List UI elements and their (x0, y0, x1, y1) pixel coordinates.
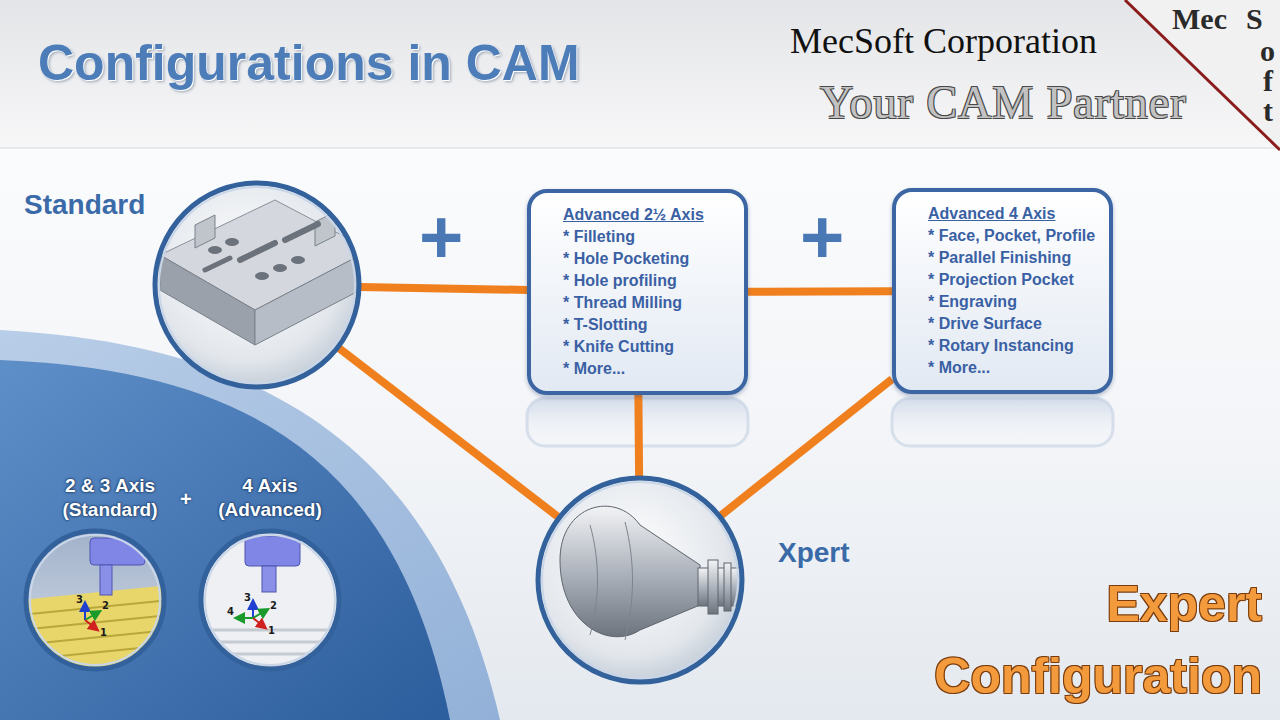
feature-box: Advanced 2½ Axis* Filleting* Hole Pocket… (527, 189, 748, 395)
heading-holder: Xpert (778, 536, 850, 570)
node-heading: 4 Axis (Advanced) (205, 474, 335, 522)
connector-line (360, 287, 527, 290)
connector-line (339, 348, 559, 517)
bullet-item: * Parallel Finishing (928, 247, 1095, 269)
bullet-item: * Filleting (563, 226, 730, 248)
circle-inner-ring (542, 482, 738, 678)
axis-number: 3 (244, 592, 251, 604)
circle-ring (538, 478, 742, 682)
bullet-item: * Rotary Instancing (928, 335, 1095, 357)
heading-holder: 2 & 3 Axis (Standard) (45, 474, 175, 522)
circle-outline (535, 475, 745, 685)
image-circle: Standard (152, 180, 362, 390)
connector-line (721, 379, 892, 516)
feature-box: Advanced 4 Axis* Face, Pocket, Profile* … (892, 188, 1113, 394)
bullet-item: * Hole Pocketing (563, 248, 730, 270)
slogan: Your CAM Partner (820, 76, 1187, 129)
bullet-item: * Hole profiling (563, 270, 730, 292)
bullet-item: * Face, Pocket, Profile (928, 225, 1095, 247)
connector-line (634, 395, 643, 477)
circle-ring (201, 531, 339, 669)
small-image-circle: 2 & 3 Axis (Standard) (23, 528, 167, 672)
three-axis-picture (20, 525, 170, 675)
logo-letters: Mec (1172, 4, 1227, 34)
axis-number: 2 (270, 600, 277, 612)
plate-picture (152, 180, 370, 390)
circle-outline (23, 528, 167, 672)
bullet-item: * Thread Milling (563, 292, 730, 314)
logo-letter: o (1260, 36, 1275, 66)
axis-number: 1 (100, 627, 107, 639)
circle-outline (152, 180, 362, 390)
axis-number: 2 (102, 600, 109, 612)
logo-letter: t (1263, 96, 1273, 126)
bullet-item: * Engraving (928, 291, 1095, 313)
plus-sign: + (419, 203, 463, 271)
heading-holder: Standard (24, 188, 145, 222)
image-circle: Xpert (535, 475, 745, 685)
axis-number: 3 (76, 594, 83, 606)
bullet-item: * Knife Cutting (563, 336, 730, 358)
circle-ring (155, 183, 359, 387)
heading-holder: 4 Axis (Advanced) (205, 474, 335, 522)
bullet-item: * Projection Pocket (928, 269, 1095, 291)
slide-title: Configurations in CAM (38, 34, 580, 92)
turned-part-picture (535, 475, 758, 685)
logo-letter: f (1263, 66, 1273, 96)
bullet-item: * T-Slotting (563, 314, 730, 336)
logo-letter: S (1246, 4, 1263, 34)
circle-inner-ring (30, 535, 160, 665)
node-heading: Standard (24, 188, 145, 222)
plus-sign: + (180, 487, 192, 511)
company-name: MecSoft Corporation (790, 20, 1097, 62)
bullet-item: * More... (563, 358, 730, 380)
circle-ring (26, 531, 164, 669)
bullet-item: * Drive Surface (928, 313, 1095, 335)
circle-inner-ring (159, 187, 355, 383)
node-heading: Xpert (778, 536, 850, 570)
connector-line (748, 287, 892, 295)
four-axis-picture (195, 525, 345, 675)
configuration-name: Expert Configuration (862, 568, 1262, 712)
box-heading: Advanced 2½ Axis (563, 204, 730, 226)
circle-inner-ring (205, 535, 335, 665)
bullet-item: * More... (928, 357, 1095, 379)
box-heading: Advanced 4 Axis (928, 203, 1095, 225)
axis-number: 1 (268, 625, 275, 637)
axis-number: 4 (227, 606, 234, 618)
plus-sign: + (800, 203, 844, 271)
node-heading: 2 & 3 Axis (Standard) (45, 474, 175, 522)
